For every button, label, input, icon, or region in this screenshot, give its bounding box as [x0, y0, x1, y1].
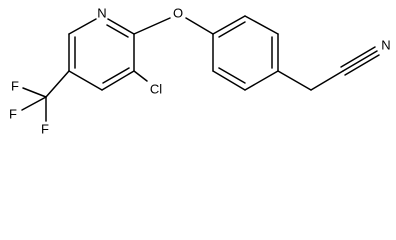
atom-o-ether: O: [173, 6, 183, 21]
bond-c2-o: [133, 17, 171, 35]
bond-c3-cl: [133, 70, 148, 82]
bond-c2p-c3p: [244, 15, 279, 35]
bond-c2-n: [107, 18, 135, 35]
bond-c1p-c2p-inner: [218, 21, 246, 38]
bond-nitrile-3: [344, 54, 380, 76]
bond-cf3-f-top: [22, 87, 47, 98]
bond-ch2-cn: [310, 70, 344, 91]
bond-cf3-f-left: [21, 96, 47, 111]
bond-c4p-c5p: [244, 70, 279, 91]
bond-c2-n-inner: [106, 24, 129, 38]
atom-f-left: F: [9, 107, 17, 122]
atom-n-nitrile: N: [381, 38, 390, 53]
atom-labels: N O Cl F F F N: [9, 6, 391, 137]
bond-o-c1p: [185, 17, 214, 35]
bond-c4-c3: [101, 70, 135, 91]
bond-c4p-ch2: [277, 70, 312, 91]
bond-c5-cf3: [45, 70, 70, 98]
atom-cl: Cl: [150, 82, 162, 97]
bond-n-c6: [68, 18, 97, 35]
bond-nitrile-2: [340, 46, 376, 68]
bond-nitrile-1: [342, 50, 378, 72]
bond-c1p-c2p: [212, 15, 246, 35]
bond-c5-c4: [68, 70, 103, 91]
structure-canvas: N O Cl F F F N: [9, 6, 391, 137]
bonds: [21, 15, 380, 122]
bond-c4-c3-inner: [102, 67, 130, 84]
atom-n-pyridine: N: [97, 6, 106, 21]
bond-c5p-c6p-inner: [218, 67, 246, 84]
bond-c5p-c6p: [212, 70, 246, 91]
atom-f-bottom: F: [41, 122, 49, 137]
atom-f-top: F: [11, 79, 19, 94]
structure-drawing: N O Cl F F F N: [9, 6, 391, 137]
